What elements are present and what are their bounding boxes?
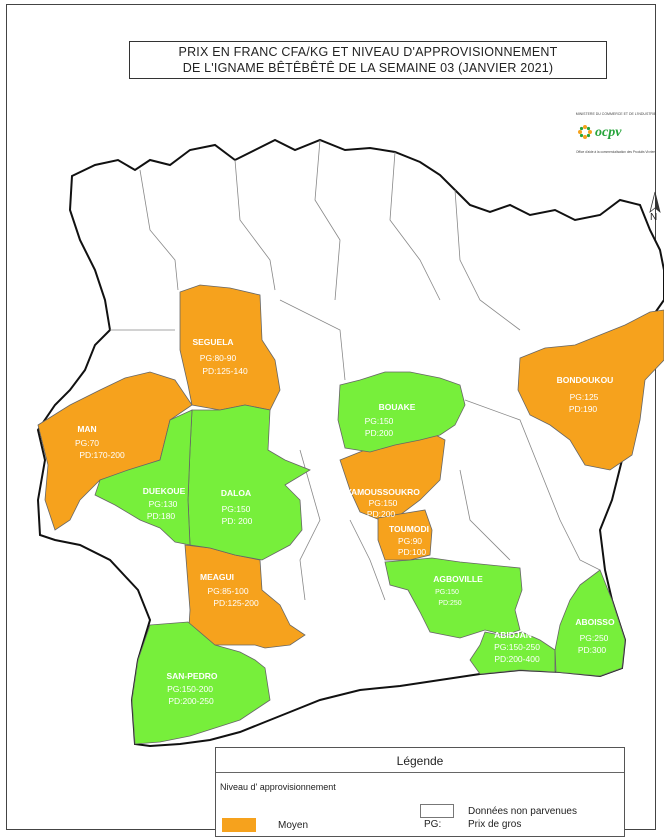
- north-arrow-icon: N: [648, 190, 662, 230]
- legend-pg-meaning: Prix de gros: [468, 819, 522, 830]
- label-toumodi-pg: PG:90: [398, 536, 422, 546]
- legend-swatch-moyen: [222, 818, 256, 832]
- label-man-pd: PD:170-200: [79, 450, 125, 460]
- label-san-pedro-name: SAN-PEDRO: [166, 671, 217, 681]
- label-daloa-pd: PD: 200: [222, 516, 253, 526]
- logo-tagline: Office d'aide à la commercialisation des…: [575, 150, 657, 154]
- label-daloa-name: DALOA: [221, 488, 251, 498]
- region-duekoue: [94, 409, 193, 546]
- label-duekoue-pg: PG:130: [149, 499, 178, 509]
- region-bouake: [337, 371, 466, 453]
- label-bondoukou-pg: PG:125: [570, 392, 599, 402]
- label-meagui-pd: PD:125-200: [213, 598, 259, 608]
- legend-title: Légende: [396, 754, 444, 768]
- legend: Légende Niveau d' approvisionnement Donn…: [215, 747, 625, 837]
- label-bouake-pg: PG:150: [365, 416, 394, 426]
- label-man-pg: PG:70: [75, 438, 99, 448]
- legend-subtitle: Niveau d' approvisionnement: [220, 782, 336, 792]
- label-bouake-pd: PD:200: [365, 428, 394, 438]
- label-seguela-name: SEGUELA: [192, 337, 233, 347]
- label-bondoukou-pd: PD:190: [569, 404, 598, 414]
- north-label: N: [650, 212, 658, 223]
- ocpv-star-icon: [578, 125, 592, 139]
- legend-divider: [216, 772, 624, 773]
- label-seguela-pg: PG:80-90: [200, 353, 237, 363]
- label-toumodi-name: TOUMODI: [389, 524, 429, 534]
- label-abidjan-name: ABIDJAN: [494, 630, 532, 640]
- label-yamoussoukro-name: YAMOUSSOUKRO: [346, 487, 420, 497]
- region-seguela: [179, 284, 281, 411]
- region-toumodi: [377, 509, 433, 561]
- map-title-line1: PRIX EN FRANC CFA/KG ET NIVEAU D'APPROVI…: [178, 45, 558, 59]
- logo-brand: ocpv: [595, 125, 622, 140]
- label-bouake-name: BOUAKE: [379, 402, 416, 412]
- legend-label-moyen: Moyen: [278, 820, 309, 831]
- label-aboisso-pd: PD:300: [578, 645, 607, 655]
- label-san-pedro-pg: PG:150-200: [167, 684, 213, 694]
- legend-swatch-non-parvenues: [420, 804, 454, 818]
- label-yamoussoukro-pd: PD:200: [367, 509, 396, 519]
- label-aboisso-name: ABOISSO: [575, 617, 615, 627]
- region-bondoukou: [517, 309, 664, 471]
- label-san-pedro-pd: PD:200-250: [168, 696, 214, 706]
- label-seguela-pd: PD:125-140: [202, 366, 248, 376]
- label-daloa-pg: PG:150: [222, 504, 251, 514]
- label-meagui-pg: PG:85-100: [207, 586, 248, 596]
- region-labels: SEGUELA PG:80-90 PD:125-140 MAN PG:70 PD…: [75, 337, 615, 706]
- label-agboville-pg: PG:150: [435, 589, 459, 596]
- map-title-line2: DE L'IGNAME BÊTÊBÊTÊ DE LA SEMAINE 03 (J…: [182, 61, 554, 75]
- label-agboville-pd: PD:250: [438, 600, 461, 607]
- label-abidjan-pd: PD:200-400: [494, 654, 540, 664]
- logo-ministry: MINISTERE DU COMMERCE ET DE L'INDUSTRIE: [575, 112, 657, 116]
- label-duekoue-name: DUEKOUE: [143, 486, 186, 496]
- region-aboisso: [554, 569, 626, 677]
- label-meagui-name: MEAGUI: [200, 572, 234, 582]
- map-title: PRIX EN FRANC CFA/KG ET NIVEAU D'APPROVI…: [129, 41, 607, 79]
- label-agboville-name: AGBOVILLE: [433, 574, 483, 584]
- internal-boundaries: [110, 139, 601, 601]
- ocpv-logo: MINISTERE DU COMMERCE ET DE L'INDUSTRIE …: [573, 112, 659, 162]
- legend-pg-abbr: PG:: [424, 819, 442, 830]
- label-man-name: MAN: [77, 424, 96, 434]
- label-duekoue-pd: PD:180: [147, 511, 176, 521]
- label-yamoussoukro-pg: PG:150: [369, 498, 398, 508]
- label-toumodi-pd: PD:100: [398, 547, 427, 557]
- region-agboville: [384, 557, 523, 639]
- region-abidjan: [469, 631, 556, 675]
- label-abidjan-pg: PG:150-250: [494, 642, 540, 652]
- label-bondoukou-name: BONDOUKOU: [557, 375, 614, 385]
- legend-label-non-parvenues: Données non parvenues: [468, 806, 577, 817]
- label-aboisso-pg: PG:250: [580, 633, 609, 643]
- region-san-pedro: [131, 621, 271, 745]
